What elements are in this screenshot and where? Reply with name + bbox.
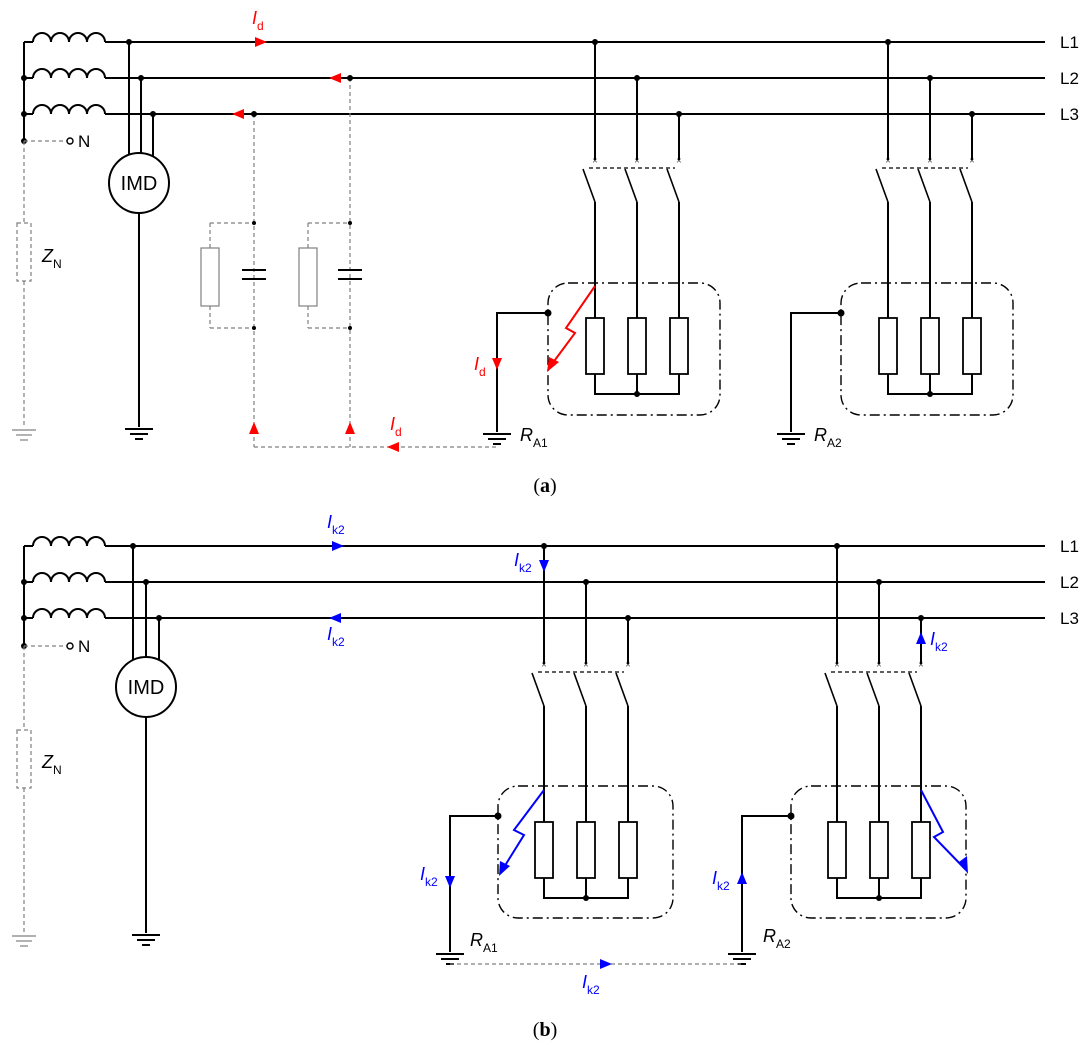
svg-text:×: × xyxy=(592,156,598,167)
caption-a: (a) xyxy=(533,475,556,497)
line-label-l3-b: L3 xyxy=(1060,609,1079,628)
svg-text:×: × xyxy=(676,156,682,167)
current-label-b-earth2: Ik2 xyxy=(712,868,730,893)
line-label-l1-b: L1 xyxy=(1060,537,1079,556)
fault-current-path-b xyxy=(329,541,968,969)
earth-label-a1: RA1 xyxy=(520,425,548,450)
line-label-l2-b: L2 xyxy=(1060,573,1079,592)
svg-text:×: × xyxy=(969,156,975,167)
imd-label-b: IMD xyxy=(128,677,165,699)
earth-label-b2: RA2 xyxy=(763,926,791,951)
enclosure-1-a xyxy=(547,282,721,416)
transformer-a xyxy=(21,32,106,144)
panel-a: L1 L2 L3 N ZN IMD xyxy=(11,8,1079,497)
load-1-a: × × × xyxy=(482,39,721,445)
leakage-branch-l3 xyxy=(200,111,266,430)
svg-text:×: × xyxy=(918,660,924,671)
current-label-a-earth: Id xyxy=(474,354,486,379)
current-label-b-l1: Ik2 xyxy=(327,512,345,537)
current-label-b-return: Ik2 xyxy=(582,972,600,997)
transformer-b xyxy=(21,536,106,649)
svg-text:×: × xyxy=(583,660,589,671)
enclosure-1-b xyxy=(497,785,674,919)
fault-current-path-a xyxy=(232,37,596,452)
current-label-a-top: Id xyxy=(252,8,264,33)
leakage-branch-l2 xyxy=(298,75,362,430)
impedance-label-a: ZN xyxy=(41,246,62,271)
svg-text:×: × xyxy=(625,660,631,671)
earth-label-b1: RA1 xyxy=(470,930,498,955)
neutral-label-b: N xyxy=(78,637,90,656)
svg-text:×: × xyxy=(927,156,933,167)
load-2-a: × × × xyxy=(776,39,1014,445)
svg-text:×: × xyxy=(834,660,840,671)
earth-label-a2: RA2 xyxy=(814,425,842,450)
caption-b: (b) xyxy=(533,1019,557,1041)
panel-b: L1 L2 L3 N ZN IMD × × × xyxy=(11,512,1079,1041)
line-label-l2: L2 xyxy=(1060,69,1079,88)
line-label-l3: L3 xyxy=(1060,105,1079,124)
current-label-b-l3-load2: Ik2 xyxy=(930,629,948,654)
current-label-b-branch: Ik2 xyxy=(514,550,532,575)
enclosure-2-b xyxy=(790,785,967,919)
enclosure-2-a xyxy=(840,282,1014,416)
load-2-b: × × × xyxy=(727,543,967,965)
impedance-label-b: ZN xyxy=(41,752,62,777)
neutral-impedance-a xyxy=(16,222,32,282)
neutral-label-a: N xyxy=(78,132,90,151)
imd-label-a: IMD xyxy=(121,173,158,195)
svg-text:×: × xyxy=(885,156,891,167)
load-1-b: × × × xyxy=(435,543,674,965)
svg-text:×: × xyxy=(634,156,640,167)
current-label-a-return: Id xyxy=(390,414,402,439)
current-label-b-earth1: Ik2 xyxy=(420,864,438,889)
svg-text:×: × xyxy=(876,660,882,671)
neutral-impedance-b xyxy=(16,729,32,789)
svg-text:×: × xyxy=(541,660,547,671)
line-label-l1: L1 xyxy=(1060,33,1079,52)
current-label-b-l3: Ik2 xyxy=(327,624,345,649)
